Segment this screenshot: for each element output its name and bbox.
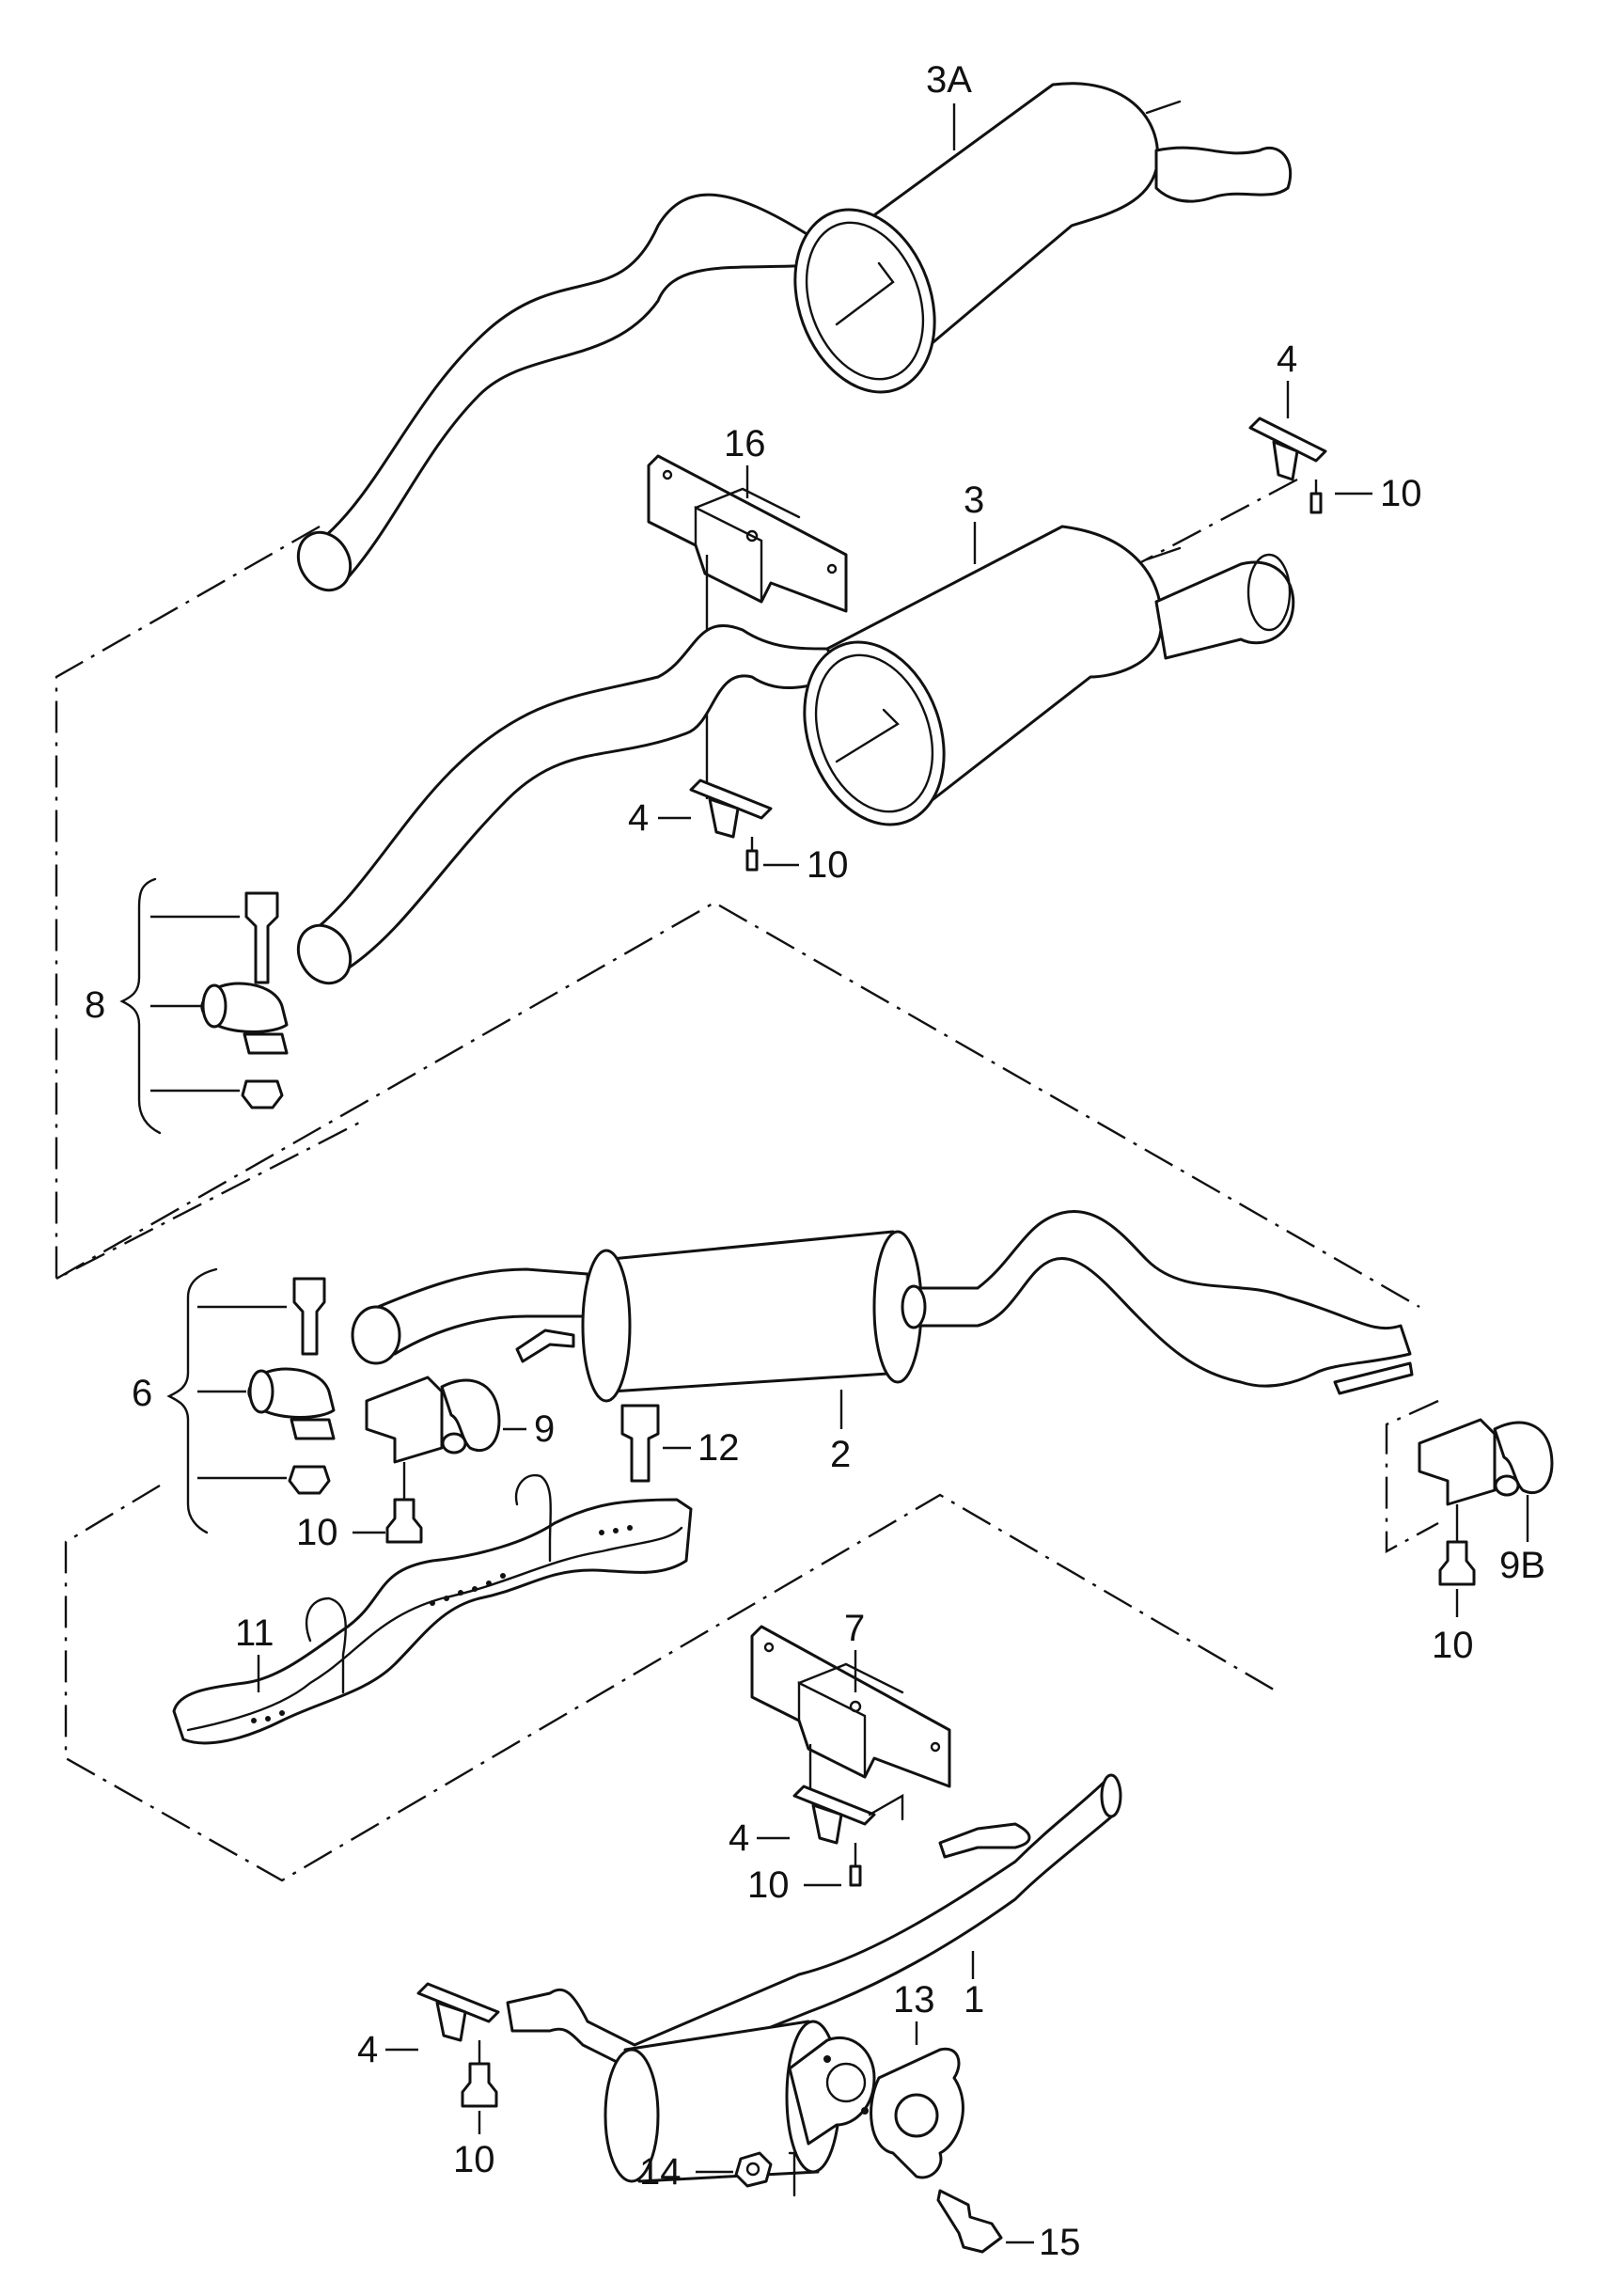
label-10-bottom: 10 <box>453 2139 495 2180</box>
heat-shield-perforations <box>251 1525 633 1723</box>
clamp-assembly-6 <box>166 1267 336 1534</box>
nut-14 <box>696 2151 796 2197</box>
label-8: 8 <box>85 984 105 1026</box>
centre-silencer-2 <box>351 1209 1414 1429</box>
label-10-left: 10 <box>296 1512 338 1553</box>
rear-silencer-3 <box>296 525 1295 985</box>
label-16: 16 <box>724 423 766 464</box>
hanger-4-top <box>1248 417 1327 514</box>
hanger-4-lower <box>792 1785 904 1887</box>
mount-9b <box>1418 1418 1554 1617</box>
rear-silencer-3a <box>296 82 1293 592</box>
front-pipe-1 <box>506 1773 1122 2183</box>
label-6: 6 <box>132 1373 152 1414</box>
label-3a: 3A <box>926 59 972 101</box>
label-2: 2 <box>830 1434 851 1475</box>
label-leaders <box>385 103 1372 2052</box>
clamp-assembly-8 <box>119 877 289 1135</box>
label-10-mid: 10 <box>807 844 849 886</box>
bolt-15 <box>936 2189 1034 2254</box>
label-4-bottom: 4 <box>357 2029 378 2070</box>
label-10-top: 10 <box>1380 473 1422 514</box>
hanger-4-mid <box>689 778 773 872</box>
label-3: 3 <box>964 480 984 521</box>
group-outlines <box>55 478 1439 1882</box>
mount-9 <box>353 1376 526 1544</box>
label-4-lower: 4 <box>729 1817 749 1859</box>
label-7: 7 <box>844 1608 865 1649</box>
label-15: 15 <box>1039 2222 1081 2263</box>
label-12: 12 <box>698 1427 740 1469</box>
heat-shield-11 <box>172 1473 693 1745</box>
label-13: 13 <box>893 1979 935 2021</box>
label-10-lower: 10 <box>747 1864 790 1906</box>
bolt-12 <box>620 1404 691 1483</box>
part-labels: 3A 4 16 3 10 4 10 8 6 9 12 2 10 11 9B 10… <box>85 59 1545 2263</box>
label-4-top: 4 <box>1277 338 1297 380</box>
hanger-4-bottom <box>416 1982 500 2134</box>
bracket-16 <box>647 454 848 799</box>
label-9: 9 <box>534 1408 555 1450</box>
bracket-7 <box>750 1625 951 1791</box>
label-1: 1 <box>964 1979 984 2021</box>
label-4-mid: 4 <box>628 797 649 839</box>
gasket-13 <box>870 2021 964 2179</box>
label-11: 11 <box>235 1612 274 1654</box>
label-14: 14 <box>639 2151 682 2193</box>
label-9b: 9B <box>1499 1545 1545 1586</box>
label-10-right: 10 <box>1432 1625 1474 1666</box>
